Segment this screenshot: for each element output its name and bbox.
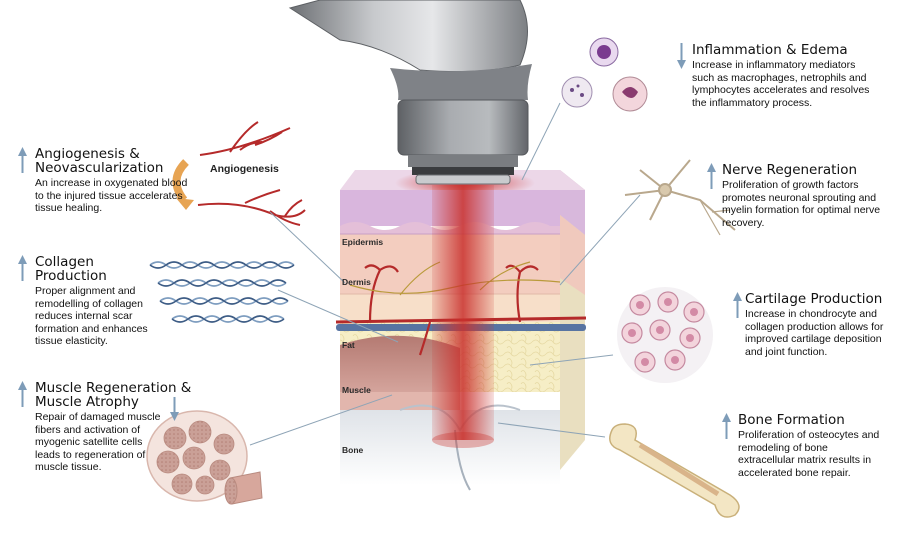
collagen-fibers: [149, 261, 295, 323]
cartilage-title: Cartilage Production: [745, 291, 883, 307]
arrow-up-icon: [18, 381, 27, 407]
label-fat: Fat: [342, 340, 355, 350]
applicator-tip: [415, 174, 511, 185]
applicator-handle: [288, 0, 528, 73]
muscle-text: Repair of damaged muscle fibers and acti…: [35, 411, 161, 473]
applicator-head: [397, 99, 529, 156]
nerve-cell: [624, 159, 736, 236]
shockwave-applicator: [288, 0, 532, 185]
capillary: [505, 264, 539, 323]
bone-section: Bone Formation Proliferation of osteocyt…: [722, 413, 882, 479]
nerve-text: Proliferation of growth factors promotes…: [722, 179, 881, 229]
bone-text: Proliferation of osteocytes and remodeli…: [738, 429, 880, 479]
arrow-up-icon: [722, 413, 731, 439]
arrow-up-icon: [18, 147, 27, 173]
arrow-up-icon: [707, 163, 716, 189]
capillary: [364, 264, 399, 323]
bone-title: Bone Formation: [738, 412, 845, 428]
arrow-down-icon: [170, 397, 179, 421]
angiogenesis-section: Angiogenesis & Neovascularization An inc…: [18, 147, 193, 215]
shockwave-beam: [432, 185, 494, 440]
angiogenesis-curve-arrow: [172, 159, 189, 203]
arrow-up-icon: [733, 292, 742, 318]
angiogenesis-title: Angiogenesis & Neovascularization: [35, 146, 164, 176]
arrow-up-icon: [18, 255, 27, 281]
inflammation-title: Inflammation & Edema: [692, 42, 848, 58]
cartilage-section: Cartilage Production Increase in chondro…: [733, 292, 893, 358]
inflammation-text: Increase in inflammatory mediators such …: [692, 59, 870, 109]
collagen-title: Collagen Production: [35, 254, 107, 284]
muscle-section: Muscle Regeneration & Muscle Atrophy Rep…: [18, 381, 193, 474]
collagen-text: Proper alignment and remodelling of coll…: [35, 285, 148, 347]
nerve-section: Nerve Regeneration Proliferation of grow…: [707, 163, 887, 229]
arrow-down-icon: [677, 43, 686, 69]
muscle-layer: [340, 335, 460, 400]
label-muscle: Muscle: [342, 385, 371, 395]
collagen-section: Collagen Production Proper alignment and…: [18, 255, 158, 348]
angiogenesis-text: An increase in oxygenated blood to the i…: [35, 177, 188, 214]
angiogenesis-diagram-label: Angiogenesis: [210, 163, 279, 175]
long-bone: [609, 423, 740, 518]
pointer-lines: [249, 102, 641, 446]
label-bone: Bone: [342, 445, 364, 455]
inflammation-section: Inflammation & Edema Increase in inflamm…: [677, 43, 877, 109]
immune-cells: [561, 37, 648, 112]
muscle-title: Muscle Regeneration & Muscle Atrophy: [35, 380, 192, 410]
muscle-fiber-bundle: [146, 410, 263, 505]
block-side-dermis: [560, 215, 585, 295]
label-dermis: Dermis: [342, 277, 371, 287]
cartilage-cells: [617, 287, 713, 383]
label-epidermis: Epidermis: [342, 237, 384, 247]
cartilage-text: Increase in chondrocyte and collagen pro…: [745, 308, 884, 358]
angiogenesis-vessels: [197, 121, 306, 226]
nerve-title: Nerve Regeneration: [722, 162, 858, 178]
tissue-block: [335, 169, 587, 491]
